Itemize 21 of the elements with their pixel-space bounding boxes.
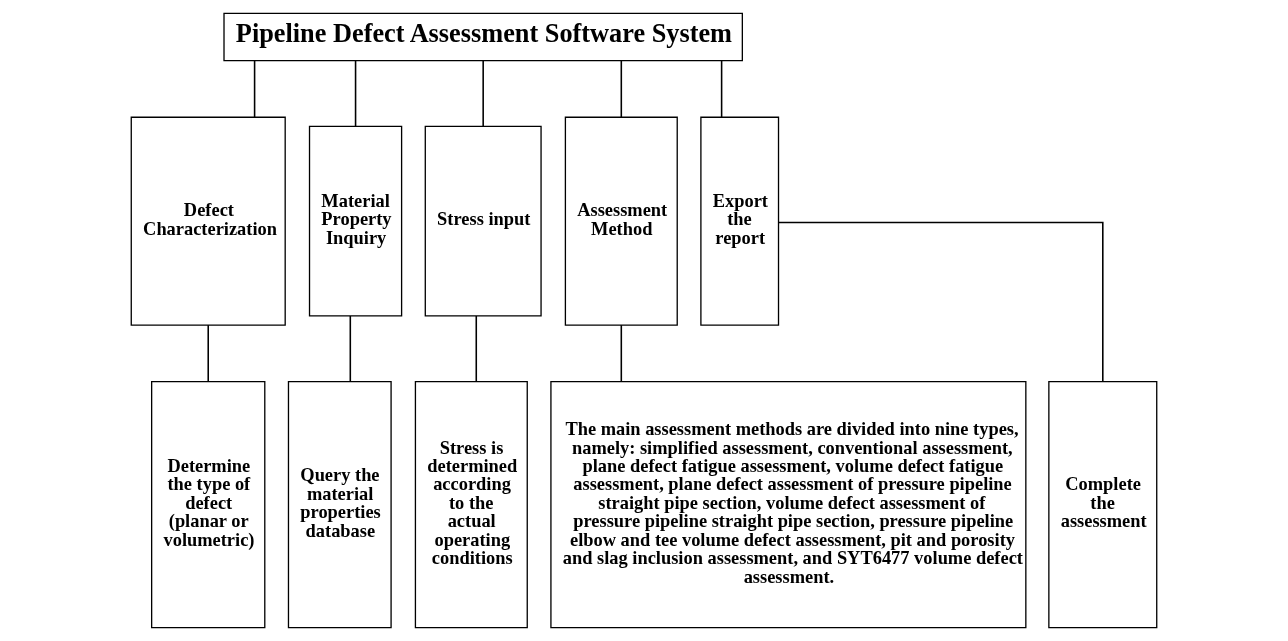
- node-box: Stress is determined according to the actual operating conditions: [414, 381, 528, 629]
- connector: [253, 59, 256, 118]
- connector: [475, 315, 478, 383]
- connector: [720, 59, 723, 118]
- connector: [207, 324, 209, 383]
- connector: [777, 221, 1104, 383]
- connector: [349, 315, 352, 383]
- node-box: Pipeline Defect Assessment Software System: [223, 12, 743, 62]
- node-box: Export the report: [700, 116, 780, 326]
- node-box: Query the material properties database: [287, 381, 392, 629]
- node-box: Defect Characterization: [130, 116, 286, 326]
- connector: [482, 59, 484, 127]
- node-box: Stress input: [424, 125, 542, 317]
- connector: [620, 324, 623, 383]
- node-box: Assessment Method: [564, 116, 678, 326]
- node-box: The main assessment methods are divided into nine types, namely: simplified assessment, conventional assessment, plane defect fatigue assessment, volume defect fatigue assessment, plane defect assessment of pressure pipeline straight pipe section, volume defect assessment of pressure pipeline straight pipe section, pressure pipeline elbow and tee volume defect assessment, pit and porosity and slag inclusion assessment, and SYT6477 volume defect assessment.: [550, 381, 1027, 629]
- node-box: Complete the assessment: [1048, 381, 1158, 629]
- connector: [620, 59, 623, 118]
- node-box: Determine the type of defect (planar or volumetric): [151, 381, 266, 629]
- connector: [354, 59, 357, 127]
- node-box: Material Property Inquiry: [308, 125, 403, 317]
